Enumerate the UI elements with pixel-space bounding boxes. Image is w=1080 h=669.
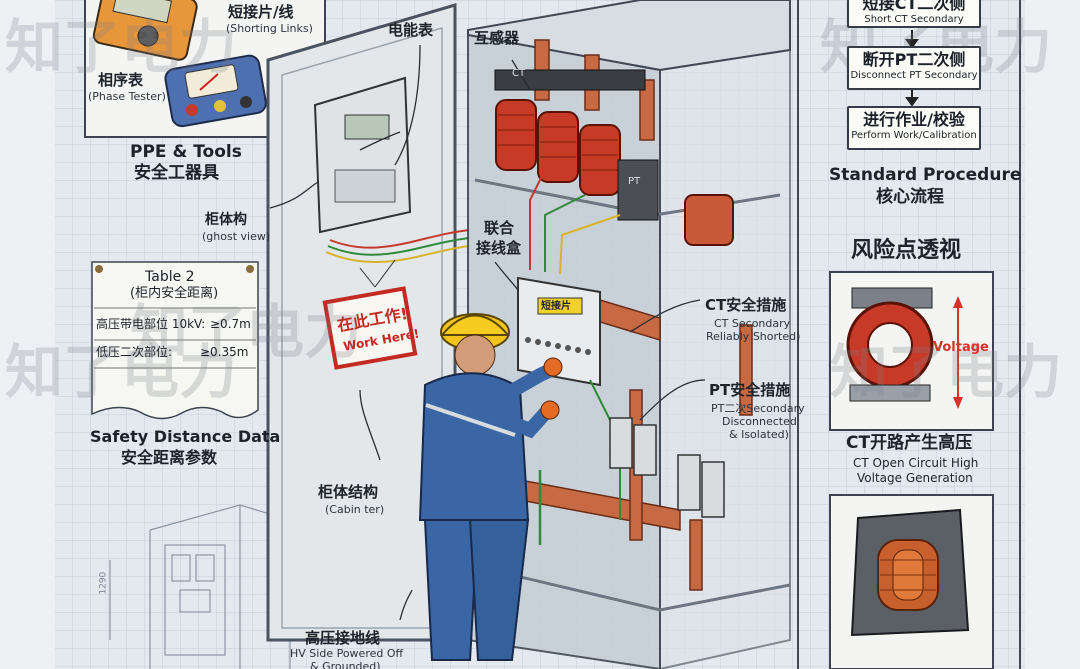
junction-box-label-2: 接线盒 — [476, 239, 522, 257]
table-caption-en: Safety Distance Data — [90, 427, 281, 446]
procedure-step-2: 断开PT二次侧 Disconnect PT Secondary — [847, 46, 981, 90]
ct-measure-label: CT安全措施 — [705, 296, 787, 314]
phase-tester-label: 相序表 — [98, 71, 144, 89]
energy-meter-icon — [313, 76, 412, 234]
step-subtitle: Short CT Secondary — [864, 14, 964, 25]
hv-ground-en2: & Grounded) — [310, 660, 381, 669]
table-subtitle: (柜内安全距离) — [130, 286, 219, 301]
cabinet-frame-label: 柜体构 — [205, 212, 247, 228]
pt-measure-en1: PT二次Secondary — [711, 402, 805, 415]
procedure-step-1: 短接CT二次侧 Short CT Secondary — [847, 0, 981, 28]
energy-meter-label: 电能表 — [388, 21, 434, 39]
voltage-label: Voltage — [933, 340, 989, 355]
step-subtitle: Perform Work/Calibration — [851, 130, 977, 141]
table-row-value: ≥0.35m — [200, 345, 249, 359]
ct-open-title: CT开路产生高压 — [846, 433, 973, 453]
risk-title: 风险点透视 — [851, 238, 962, 263]
ct-label: 互感器 — [474, 29, 520, 47]
ppe-title-zh: 安全工器具 — [134, 163, 219, 183]
cabinet-frame-en: (ghost view) — [202, 230, 271, 243]
pt-transformer-icon — [850, 508, 970, 637]
procedure-title: Standard Procedure — [829, 165, 1022, 185]
pt-tag: PT — [628, 176, 641, 187]
cabinet-structure-en: (Cabin ter) — [325, 503, 385, 516]
shorting-links-en: (Shorting Links) — [226, 22, 313, 35]
procedure-step-3: 进行作业/校验 Perform Work/Calibration — [847, 106, 981, 150]
junction-box-label-1: 联合 — [484, 219, 515, 237]
table-row-value: ≥0.7m — [210, 317, 251, 331]
procedure-arrows — [905, 30, 919, 107]
ct-open-en1: CT Open Circuit High — [853, 456, 979, 470]
cabinet-structure-label: 柜体结构 — [318, 483, 379, 501]
pt-measure-en2: Disconnected — [722, 415, 797, 428]
hv-ground-label: 高压接地线 — [305, 629, 381, 647]
shorting-tag: 短接片 — [541, 301, 571, 312]
table-row-label: 高压带电部位 10kV: — [96, 317, 206, 331]
right-panel — [797, 0, 1021, 669]
step-title: 断开PT二次侧 — [862, 50, 966, 69]
hv-ground-en: HV Side Powered Off — [290, 647, 404, 660]
ct-measure-en2: Reliably Shorted) — [706, 330, 801, 343]
phase-tester-icon — [164, 54, 267, 128]
pt-measure-label: PT安全措施 — [709, 381, 791, 399]
ct-tag: CT — [512, 68, 526, 79]
ct-open-en2: Voltage Generation — [857, 471, 973, 485]
ct-transformers — [494, 69, 734, 246]
work-here-sign — [322, 259, 418, 370]
table-row-label: 低压二次部位: — [96, 345, 173, 359]
step-title: 短接CT二次侧 — [862, 0, 966, 13]
table-title: Table 2 — [145, 269, 195, 285]
pt-measure-en3: & Isolated) — [729, 428, 789, 441]
safety-distance-card — [91, 261, 259, 420]
busbars — [519, 39, 753, 591]
ct-ring-icon — [846, 287, 963, 409]
step-subtitle: Disconnect PT Secondary — [850, 70, 978, 81]
ct-measure-en1: CT Secondary — [714, 317, 791, 330]
pt-switches — [609, 417, 725, 518]
junction-box — [517, 276, 601, 387]
technician-figure — [418, 313, 563, 661]
multimeter-icon — [92, 0, 198, 61]
ppe-title: PPE & Tools — [130, 142, 242, 162]
table-caption-zh: 安全距离参数 — [121, 448, 218, 467]
procedure-title-zh: 核心流程 — [876, 187, 944, 207]
callout-lines — [269, 44, 706, 621]
shorting-links-label: 短接片/线 — [228, 3, 294, 21]
step-title: 进行作业/校验 — [863, 110, 965, 129]
dimension-label: 1290 — [98, 571, 109, 595]
phase-tester-en: (Phase Tester) — [88, 90, 166, 103]
